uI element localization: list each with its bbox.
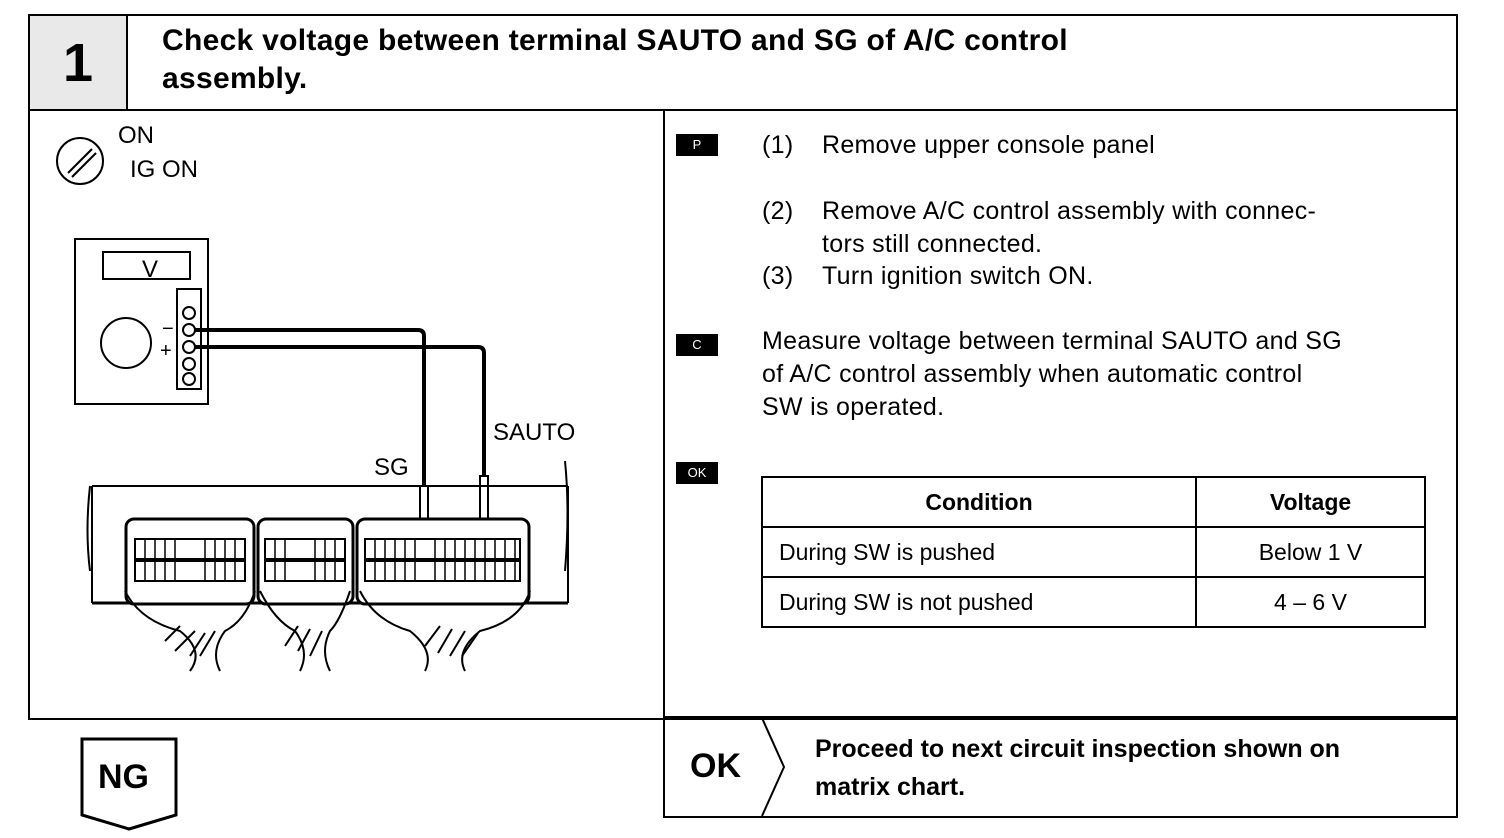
tag-p: P bbox=[676, 134, 718, 156]
step2-text-b: tors still connected. bbox=[822, 230, 1043, 258]
voltage-table: Condition Voltage During SW is pushed Be… bbox=[761, 476, 1426, 628]
procedure-panel bbox=[663, 109, 1458, 720]
meter-v-label: V bbox=[142, 256, 159, 283]
step3-number: (3) bbox=[762, 262, 794, 290]
ng-label: NG bbox=[98, 758, 149, 796]
table-cell-condition: During SW is not pushed bbox=[761, 576, 1197, 628]
ng-arrow-badge bbox=[80, 737, 178, 831]
table-row: During SW is pushed Below 1 V bbox=[761, 526, 1426, 578]
table-cell-voltage: Below 1 V bbox=[1195, 526, 1426, 578]
measure-instruction: Measure voltage between terminal SAUTO a… bbox=[762, 325, 1427, 424]
ok-arrow-divider bbox=[761, 718, 786, 816]
ignition-key-icon bbox=[56, 137, 104, 185]
step2-number: (2) bbox=[762, 197, 794, 225]
table-cell-condition: During SW is pushed bbox=[761, 526, 1197, 578]
terminal-sauto-label: SAUTO bbox=[493, 419, 576, 446]
ok-label: OK bbox=[690, 747, 741, 785]
ok-text-line2: matrix chart. bbox=[815, 773, 966, 801]
table-header-condition: Condition bbox=[761, 476, 1197, 528]
meter-plus-label: + bbox=[160, 340, 172, 362]
terminal-sg-label: SG bbox=[374, 454, 409, 481]
ok-result-frame bbox=[663, 716, 1458, 818]
step3-text: Turn ignition switch ON. bbox=[822, 262, 1094, 290]
meter-minus-label: − bbox=[162, 318, 174, 340]
ok-result-text: Proceed to next circuit inspection shown… bbox=[815, 730, 1455, 806]
step-title: Check voltage between terminal SAUTO and… bbox=[162, 22, 1362, 98]
tag-c: C bbox=[676, 334, 718, 356]
step-title-line2: assembly. bbox=[162, 62, 308, 95]
table-row: During SW is not pushed 4 – 6 V bbox=[761, 576, 1426, 628]
measure-line3: SW is operated. bbox=[762, 393, 945, 421]
measure-line2: of A/C control assembly when automatic c… bbox=[762, 360, 1303, 388]
switch-on-label: ON bbox=[118, 122, 154, 149]
measure-line1: Measure voltage between terminal SAUTO a… bbox=[762, 327, 1342, 355]
table-cell-voltage: 4 – 6 V bbox=[1195, 576, 1426, 628]
step1-number: (1) bbox=[762, 131, 794, 159]
table-header-row: Condition Voltage bbox=[761, 476, 1426, 528]
voltmeter-icon bbox=[74, 238, 209, 405]
ac-control-assembly bbox=[86, 460, 569, 672]
step-title-line1: Check voltage between terminal SAUTO and… bbox=[162, 24, 1068, 57]
tag-ok: OK bbox=[676, 462, 718, 484]
ok-text-line1: Proceed to next circuit inspection shown… bbox=[815, 735, 1341, 763]
step-number-badge: 1 bbox=[28, 14, 128, 111]
step2-text-a: Remove A/C control assembly with connec- bbox=[822, 197, 1317, 225]
wiring-diagram bbox=[56, 137, 569, 672]
step1-text: Remove upper console panel bbox=[822, 131, 1156, 159]
table-header-voltage: Voltage bbox=[1195, 476, 1426, 528]
ig-on-label: IG ON bbox=[130, 156, 199, 183]
